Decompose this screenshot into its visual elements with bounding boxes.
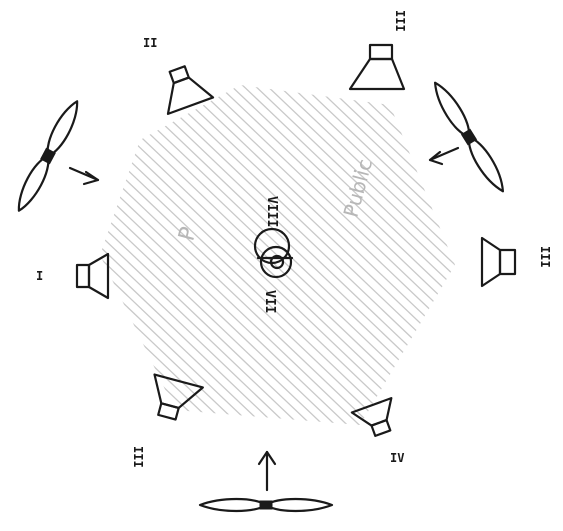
hatch-line (504, 60, 563, 460)
hatch-line (384, 60, 563, 460)
arrow-from-right-fan (430, 148, 458, 164)
hatch-line (0, 60, 288, 460)
speaker-top-right (350, 45, 404, 89)
speaker-label-bottom-left: III (131, 446, 145, 468)
speaker-label-right: III (538, 246, 552, 268)
hatch-line (60, 60, 480, 460)
speaker-label-top-left: II (143, 36, 157, 50)
hatch-line (0, 60, 240, 460)
fan-right (429, 79, 510, 195)
arrow-from-bottom-fan (259, 452, 275, 490)
hatch-line (156, 60, 563, 460)
fan-bottom (200, 499, 332, 511)
fan-left (12, 98, 83, 215)
hatch-line (24, 60, 444, 460)
center-speaker (255, 229, 292, 277)
hatch-line (372, 60, 563, 460)
speaker-label-top-right: III (393, 10, 407, 32)
hatch-line (552, 60, 563, 460)
center-label-top: VIII (264, 196, 279, 227)
center-label-bottom: VII (262, 290, 277, 313)
hatch-line (84, 60, 504, 460)
speaker-right (482, 238, 515, 286)
speaker-bottom-right (352, 398, 402, 441)
hatch-line (324, 60, 563, 460)
speaker-label-bottom-right: IV (390, 451, 404, 465)
hatch-line (0, 60, 312, 460)
hatch-line (48, 60, 468, 460)
hatch-line (132, 60, 552, 460)
pencil-label-right: Public (339, 156, 378, 219)
hatch-line (252, 60, 563, 460)
hatch-line (396, 60, 563, 460)
hatch-line (276, 60, 563, 460)
speaker-label-left: I (36, 269, 43, 283)
hatch-line (120, 60, 540, 460)
arrow-from-left-fan (70, 168, 98, 184)
